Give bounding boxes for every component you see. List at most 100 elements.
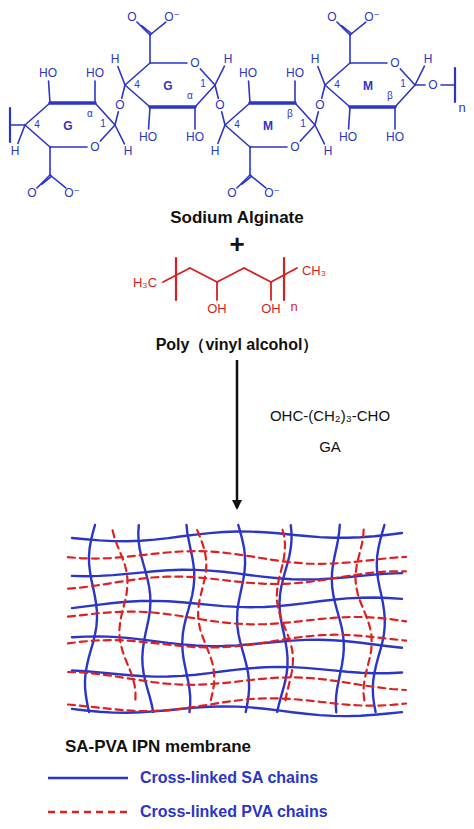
bond [315, 125, 324, 144]
atom-label: + [229, 231, 244, 257]
bond [150, 22, 166, 35]
carbon-number: 4 [34, 120, 40, 130]
bond [37, 175, 50, 188]
sa-chain [85, 525, 97, 712]
atom-label: O [290, 141, 299, 153]
carbon-number: 1 [200, 79, 206, 89]
bond [394, 107, 396, 129]
carbon-number: β [287, 109, 293, 119]
atom-label: O⁻ [364, 11, 380, 23]
legend-sample [48, 811, 128, 814]
bond [218, 125, 225, 144]
atom-label: O [127, 11, 136, 23]
bond [415, 66, 424, 85]
carbon-number: 1 [100, 119, 106, 129]
bond [150, 105, 195, 109]
sa-chain [72, 598, 402, 609]
legend-text: Cross-linked PVA chains [140, 804, 328, 820]
pva-chain [197, 530, 214, 700]
bond [150, 62, 187, 64]
atom-label: HO [239, 67, 257, 79]
atom-label: O [90, 141, 99, 153]
bond [249, 147, 251, 175]
carbon-number: α [187, 91, 193, 101]
bond [122, 85, 125, 98]
atom-label: O [215, 99, 224, 111]
bond [94, 81, 96, 103]
bond [244, 268, 271, 282]
bond [250, 146, 287, 148]
bond [215, 66, 224, 85]
atom-label: H [111, 53, 120, 65]
bond [115, 125, 124, 144]
atom-label: O [315, 99, 324, 111]
bond [337, 22, 350, 35]
sa-chain [72, 532, 402, 542]
atom-label: OH [261, 302, 281, 315]
atom-label: H [324, 145, 333, 157]
residue-label: M [363, 80, 373, 92]
bond [222, 112, 225, 125]
bond [242, 176, 252, 184]
pva-chain [68, 672, 406, 690]
compound-name: Poly（vinyl alcohol） [156, 337, 319, 353]
atom-label: O⁻ [64, 187, 80, 199]
atom-label: H [211, 145, 220, 157]
bond [441, 84, 455, 86]
atom-label: n [290, 300, 297, 313]
bond [237, 175, 250, 188]
polymer-bracket [283, 258, 285, 300]
atom-label: OHC-(CH₂)₃-CHO [270, 408, 390, 423]
bond [149, 35, 151, 63]
carbon-number: 4 [334, 80, 340, 90]
atom-label: HO [286, 67, 304, 79]
bond [194, 107, 196, 129]
pva-chain [68, 612, 406, 625]
legend-sample [48, 777, 128, 780]
pva-chain [356, 530, 372, 701]
legend-text: Cross-linked SA chains [140, 770, 318, 786]
atom-label: H₃C [133, 276, 157, 289]
bond [149, 107, 150, 129]
bond [215, 85, 218, 98]
bond [350, 105, 395, 109]
atom-label: O⁻ [264, 187, 280, 199]
bond [115, 112, 118, 125]
bond [216, 282, 218, 300]
polymer-bracket [175, 258, 177, 300]
carbon-number: 1 [400, 79, 406, 89]
atom-label: n [458, 101, 465, 114]
bond [10, 124, 25, 126]
carbon-number: α [87, 109, 93, 119]
sa-chain [72, 570, 402, 580]
atom-label: O [27, 187, 36, 199]
bond [190, 268, 217, 282]
residue-label: G [163, 80, 172, 92]
bond [250, 101, 295, 105]
bond [315, 112, 318, 125]
atom-label: H [311, 53, 320, 65]
bond [250, 175, 266, 188]
residue-label: G [63, 120, 72, 132]
atom-label: O [390, 57, 399, 69]
bond [415, 84, 425, 86]
bond [342, 26, 352, 34]
atom-label: O [115, 99, 124, 111]
bond [350, 22, 366, 35]
atom-label: O [227, 187, 236, 199]
bond [118, 66, 125, 85]
atom-label: HO [86, 67, 104, 79]
carbon-number: 1 [300, 119, 306, 129]
atom-label: CH₃ [302, 264, 326, 277]
atom-label: HO [39, 67, 57, 79]
bond [50, 146, 87, 148]
atom-label: HO [186, 131, 204, 143]
carbon-number: 4 [134, 80, 140, 90]
atom-label: O [428, 79, 437, 91]
sa-chain [72, 706, 402, 716]
bond [50, 101, 95, 105]
atom-label: H [11, 145, 20, 157]
compound-name: Sodium Alginate [170, 209, 304, 226]
pva-chain [68, 551, 406, 564]
bond [217, 268, 244, 282]
